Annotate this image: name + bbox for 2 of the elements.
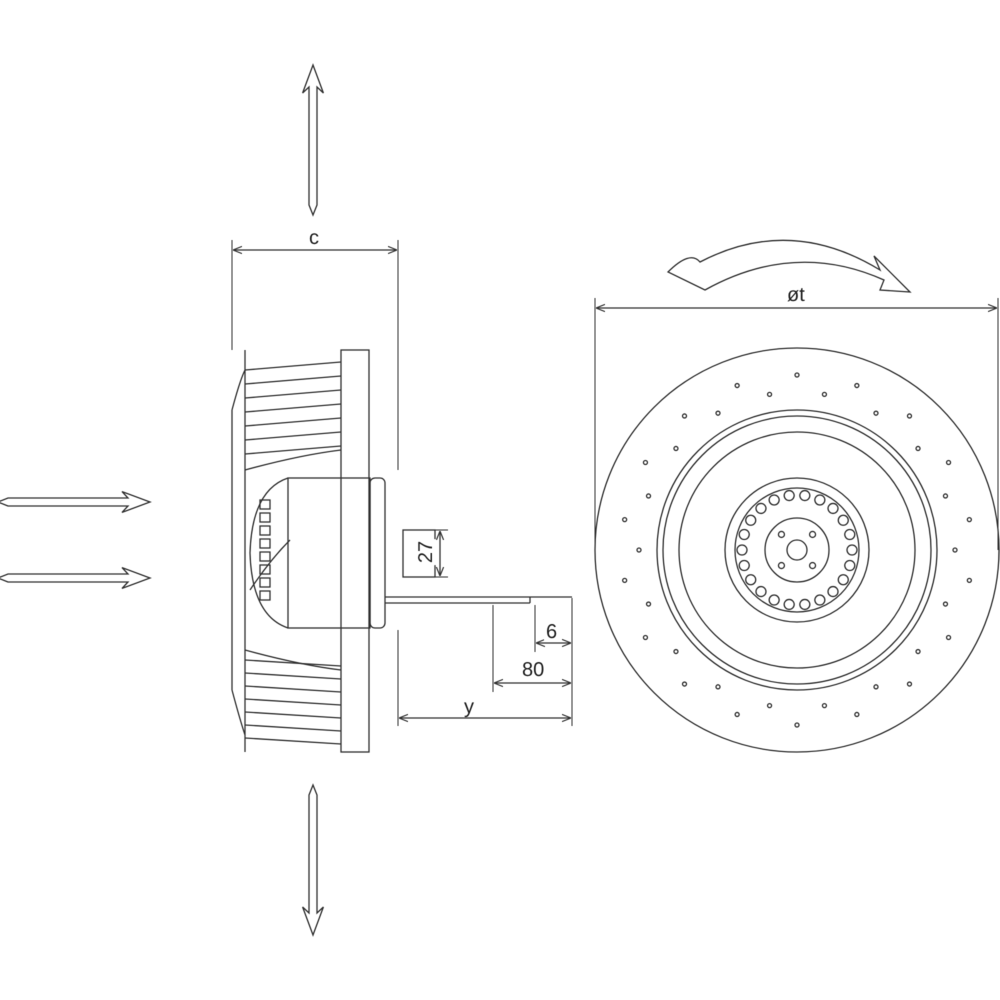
dimension-label: 6 bbox=[544, 622, 560, 642]
dimension-label: 27 bbox=[416, 538, 436, 566]
